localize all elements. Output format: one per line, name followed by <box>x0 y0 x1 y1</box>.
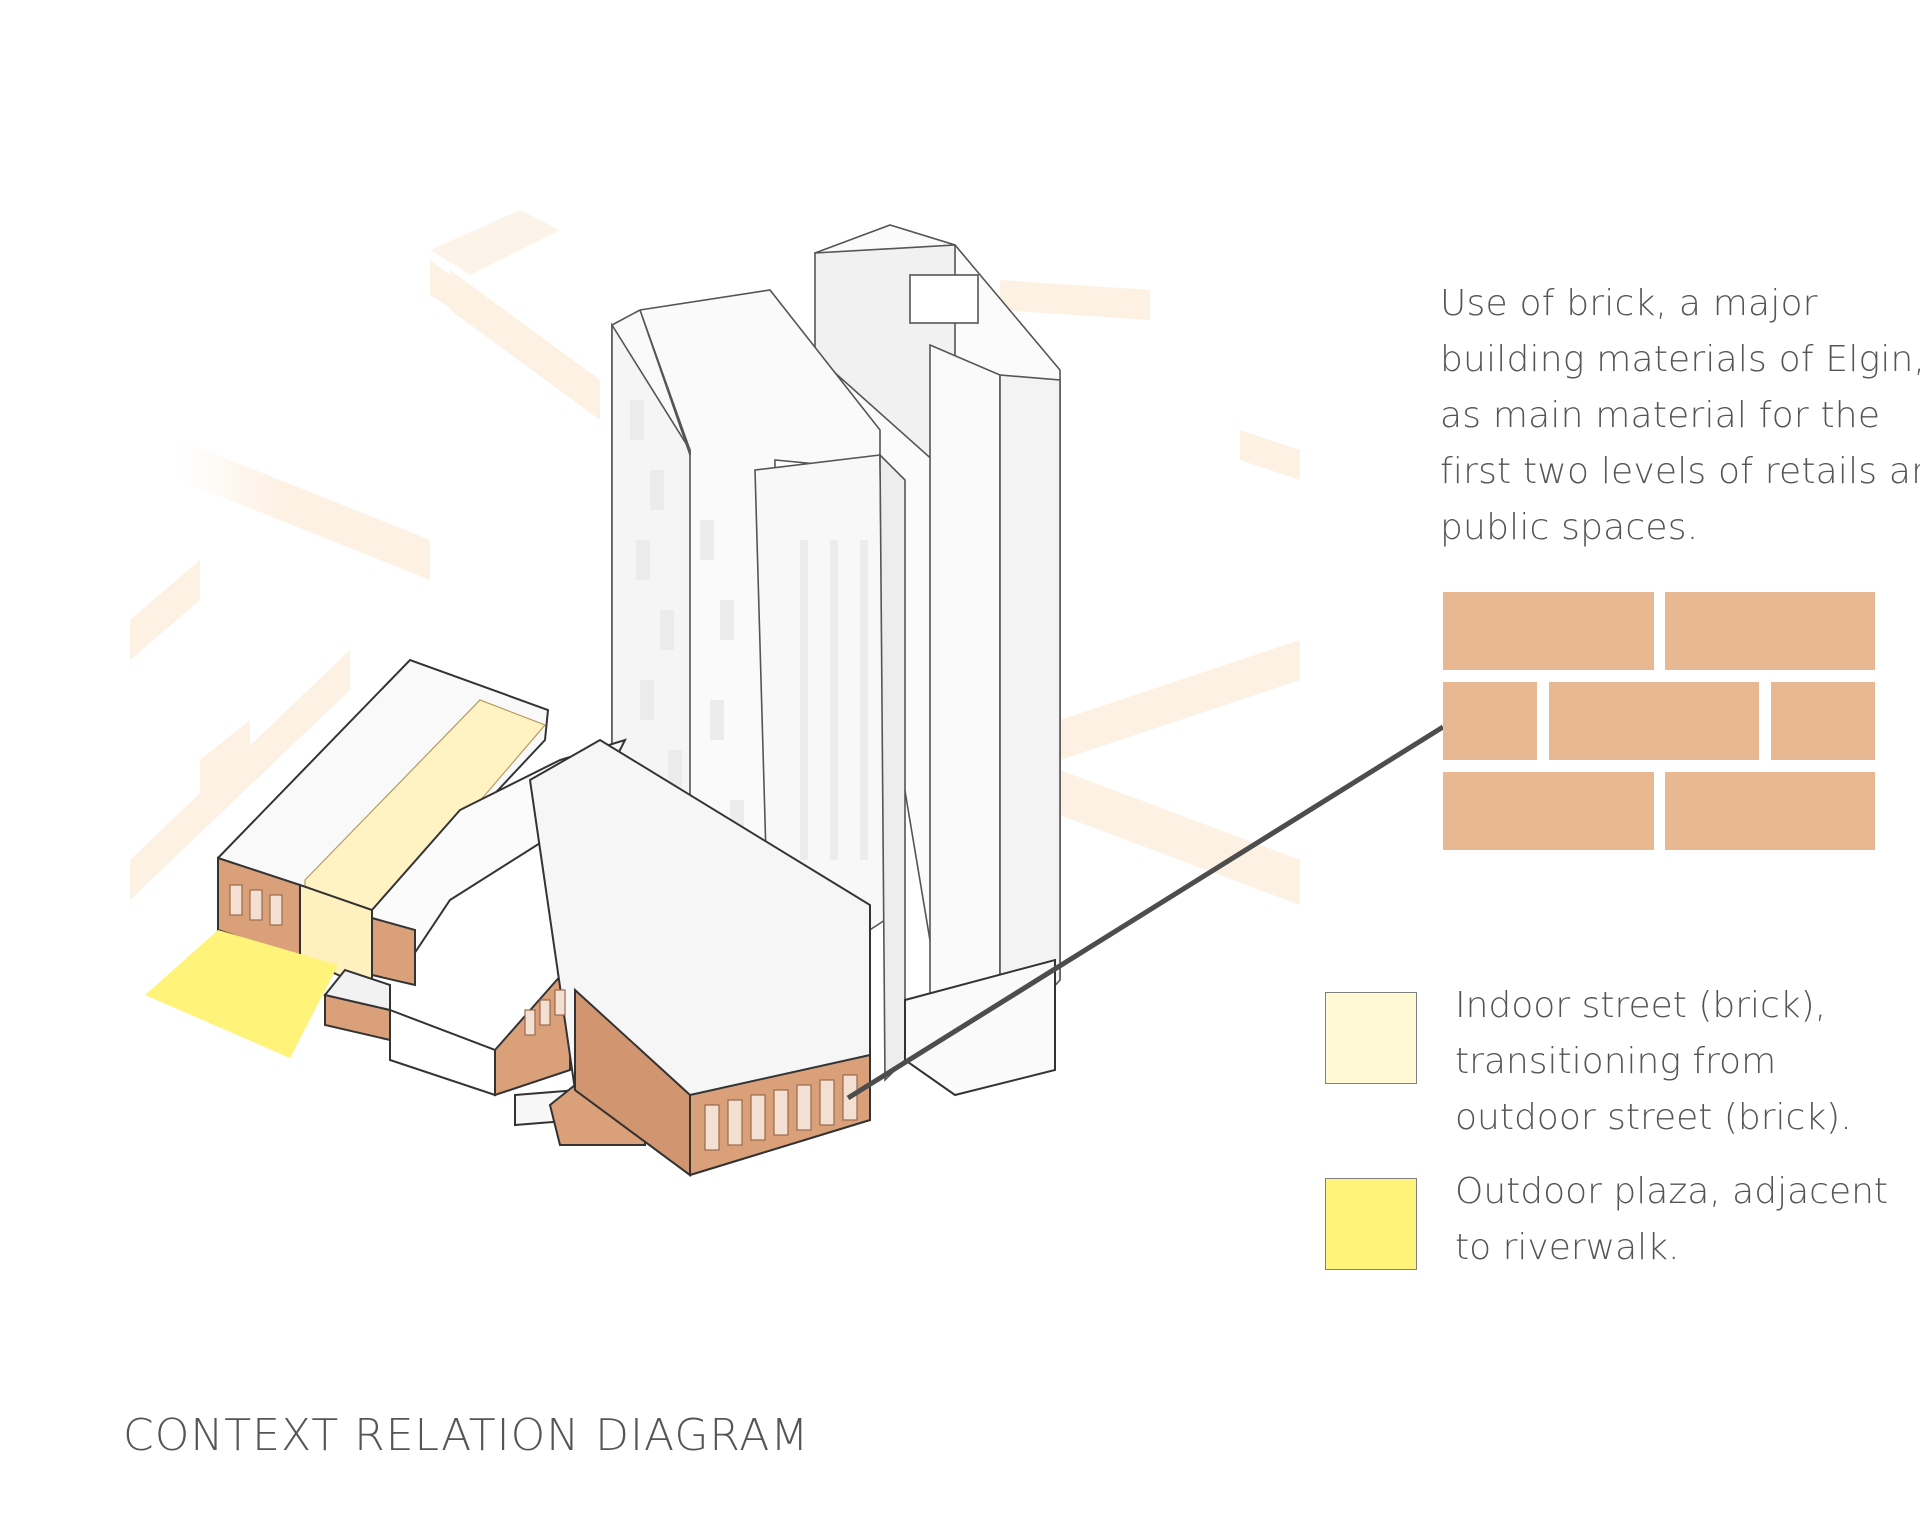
brick-pattern-icon <box>1443 592 1875 850</box>
brick-tile <box>1665 592 1875 670</box>
diagram-title: CONTEXT RELATION DIAGRAM <box>123 1410 810 1461</box>
context-streets <box>130 210 1300 905</box>
indoor-street-swatch <box>1325 992 1417 1084</box>
legend-line: outdoor street (brick). <box>1455 1097 1852 1138</box>
podium <box>217 658 1056 1177</box>
legend-label: Indoor street (brick), transitioning fro… <box>1455 978 1852 1146</box>
legend-line: Indoor street (brick), <box>1455 985 1827 1026</box>
annotation-line: first two levels of retails and <box>1440 451 1920 492</box>
brick-tile <box>1549 682 1759 760</box>
brick-tile <box>1771 682 1875 760</box>
legend-line: to riverwalk. <box>1455 1227 1680 1268</box>
annotation-line: public spaces. <box>1440 507 1699 548</box>
brick-facade-windows <box>229 884 858 1151</box>
legend-label: Outdoor plaza, adjacent to riverwalk. <box>1455 1164 1888 1276</box>
legend-line: transitioning from <box>1455 1041 1777 1082</box>
tower <box>611 224 1061 1092</box>
outdoor-plaza <box>145 930 338 1058</box>
outdoor-plaza-swatch <box>1325 1178 1417 1270</box>
annotation-line: Use of brick, a major <box>1440 283 1818 324</box>
annotation-line: building materials of Elgin, <box>1440 339 1920 380</box>
brick-tile <box>1443 682 1537 760</box>
brick-tile <box>1443 592 1654 670</box>
legend-line: Outdoor plaza, adjacent <box>1455 1171 1889 1212</box>
leader-line <box>846 724 1445 1101</box>
annotation-line: as main material for the <box>1440 395 1881 436</box>
brick-annotation: Use of brick, a major building materials… <box>1440 276 1920 556</box>
brick-tile <box>1665 772 1875 850</box>
brick-tile <box>1443 772 1654 850</box>
